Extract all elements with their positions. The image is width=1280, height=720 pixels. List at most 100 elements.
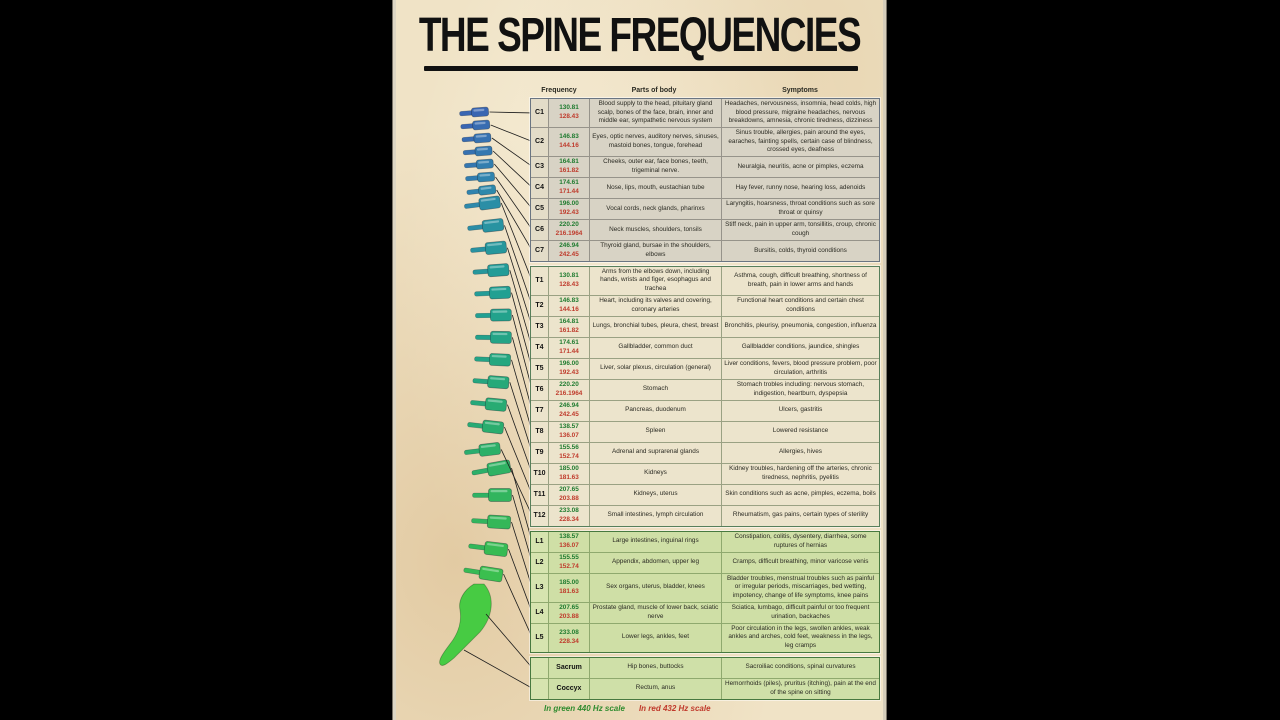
symptoms-cell: Allergies, hives xyxy=(721,442,879,463)
frequency-440: 185.00 xyxy=(559,465,579,473)
frequency-440: 220.20 xyxy=(559,221,579,229)
frequency-440: 196.00 xyxy=(559,200,579,208)
parts-of-body-cell: Sex organs, uterus, bladder, knees xyxy=(589,573,721,602)
symptoms-cell: Bladder troubles, menstrual troubles suc… xyxy=(721,573,879,602)
parts-of-body-cell: Adrenal and suprarenal glands xyxy=(589,442,721,463)
symptoms-cell: Asthma, cough, difficult breathing, shor… xyxy=(721,266,879,295)
connector-line xyxy=(493,163,533,209)
parts-of-body-cell: Cheeks, outer ear, face bones, teeth, tr… xyxy=(589,156,721,177)
frequency-432: 136.07 xyxy=(559,541,579,549)
symptoms-cell: Hay fever, runny nose, hearing loss, ade… xyxy=(721,177,879,198)
frequency-440: 130.81 xyxy=(559,104,579,112)
row-label: L4 xyxy=(531,602,548,623)
parts-of-body-cell: Prostate gland, muscle of lower back, sc… xyxy=(589,602,721,623)
frequency-432: 171.44 xyxy=(559,187,579,195)
header-frequency: Frequency xyxy=(541,86,577,94)
frequency-440: 130.81 xyxy=(559,272,579,280)
parts-of-body-cell: Liver, solar plexus, circulation (genera… xyxy=(589,358,721,379)
parts-of-body-cell: Kidneys xyxy=(589,463,721,484)
symptoms-cell: Neuralgia, neuritis, acne or pimples, ec… xyxy=(721,156,879,177)
parts-of-body-cell: Thyroid gland, bursae in the shoulders, … xyxy=(589,240,721,261)
row-label: T12 xyxy=(531,505,548,526)
frequency-440: 164.81 xyxy=(559,318,579,326)
frequency-432: 242.45 xyxy=(559,410,579,418)
frequency-432: 216.1964 xyxy=(555,229,583,237)
row-label: C4 xyxy=(531,177,548,198)
parts-of-body-cell: Gallbladder, common duct xyxy=(589,337,721,358)
frequency-432: 203.88 xyxy=(559,612,579,620)
row-label xyxy=(531,678,548,699)
row-label: T1 xyxy=(531,266,548,295)
row-label: C5 xyxy=(531,198,548,219)
frequency-440: 138.57 xyxy=(559,423,579,431)
frequency-440: 174.61 xyxy=(559,179,579,187)
frequency-432: 192.43 xyxy=(559,208,579,216)
parts-of-body-cell: Heart, including its valves and covering… xyxy=(589,295,721,316)
frequency-440: 185.00 xyxy=(559,579,579,587)
symptoms-cell: Bronchitis, pleurisy, pneumonia, congest… xyxy=(721,316,879,337)
frequency-440: 164.81 xyxy=(559,158,579,166)
table-header-row: Frequency Parts of body Symptoms xyxy=(530,84,880,96)
parts-of-body-cell: Vocal cords, neck glands, pharinxs xyxy=(589,198,721,219)
connector-line xyxy=(500,202,533,281)
connector-line xyxy=(507,247,533,327)
symptoms-cell: Constipation, colitis, dysentery, diarrh… xyxy=(721,531,879,552)
row-label: T9 xyxy=(531,442,548,463)
header-parts-of-body: Parts of body xyxy=(631,86,677,94)
frequency-440: 146.83 xyxy=(559,297,579,305)
parts-of-body-cell: Pancreas, duodenum xyxy=(589,400,721,421)
frequency-432: 161.82 xyxy=(559,326,579,334)
frequency-440: 207.65 xyxy=(559,604,579,612)
frequency-440: 246.94 xyxy=(559,402,579,410)
symptoms-cell: Stomach trobles including: nervous stoma… xyxy=(721,379,879,400)
connector-line xyxy=(503,573,533,638)
title-underline xyxy=(424,66,858,71)
frequency-440: 246.94 xyxy=(559,242,579,250)
symptoms-cell: Functional heart conditions and certain … xyxy=(721,295,879,316)
parts-of-body-cell: Lower legs, ankles, feet xyxy=(589,623,721,652)
symptoms-cell: Laryngitis, hoarsness, throat conditions… xyxy=(721,198,879,219)
connector-line xyxy=(511,521,533,588)
frequency-440: 138.57 xyxy=(559,533,579,541)
frequency-440: 155.55 xyxy=(559,554,579,562)
connector-line xyxy=(491,137,533,167)
frequency-432: 181.63 xyxy=(559,587,579,595)
frequency-432: 144.16 xyxy=(559,141,579,149)
connector-line xyxy=(490,124,533,142)
frequency-cell: Sacrum xyxy=(548,657,589,678)
parts-of-body-cell: Eyes, optic nerves, auditory nerves, sin… xyxy=(589,127,721,156)
